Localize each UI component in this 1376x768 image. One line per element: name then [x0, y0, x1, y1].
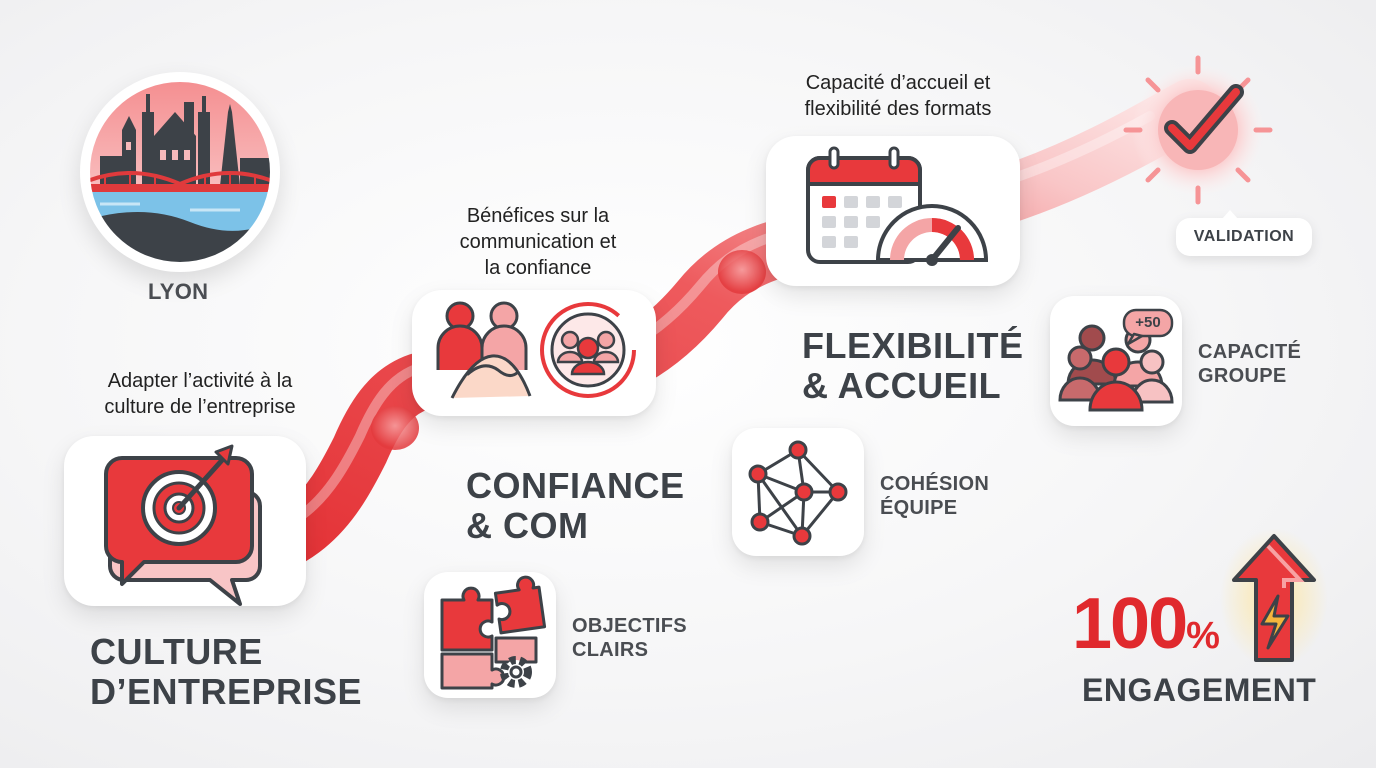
engagement-value: 100% [1072, 586, 1220, 674]
objectifs-label: OBJECTIFS CLAIRS [572, 615, 687, 661]
step1-caption: Adapter l’activité à la culture de l’ent… [104, 370, 296, 418]
step2-title: CONFIANCE & COM [466, 465, 685, 546]
capacite-label: CAPACITÉ GROUPE [1198, 341, 1302, 387]
engagement-label: ENGAGEMENT [1082, 672, 1317, 708]
step1-title: CULTURE D’ENTREPRISE [90, 631, 363, 712]
target-chat-icon [104, 444, 262, 606]
handshake-team-icon [436, 301, 636, 399]
step3-title: FLEXIBILITÉ & ACCUEIL [802, 325, 1024, 406]
step2-card[interactable] [412, 290, 656, 416]
lyon-label: LYON [148, 279, 209, 304]
checkmark-icon [1123, 55, 1273, 205]
capacite-badge: +50 [1135, 314, 1161, 331]
step3-card[interactable] [766, 136, 1020, 286]
up-arrow-bolt-icon [1220, 528, 1328, 668]
engagement-unit: % [1186, 615, 1220, 657]
validation-label: VALIDATION [1193, 228, 1295, 245]
cohesion-label: COHÉSION ÉQUIPE [880, 473, 990, 519]
lyon-skyline-icon [86, 78, 274, 266]
step1-card[interactable] [64, 436, 306, 606]
step3-caption: Capacité d’accueil et flexibilité des fo… [804, 72, 992, 120]
puzzle-gear-icon [440, 575, 547, 690]
validation-badge: VALIDATION [1176, 210, 1312, 256]
calendar-gauge-icon [806, 146, 989, 266]
objectifs-card[interactable] [424, 572, 556, 698]
cohesion-card[interactable] [732, 428, 864, 556]
step2-caption: Bénéfices sur la communication et la con… [459, 205, 617, 279]
engagement-number: 100 [1072, 584, 1188, 664]
lyon-emblem [80, 72, 280, 272]
capacite-card[interactable]: +50 [1050, 296, 1182, 426]
group-people-icon [1058, 308, 1174, 412]
network-icon [748, 440, 848, 546]
